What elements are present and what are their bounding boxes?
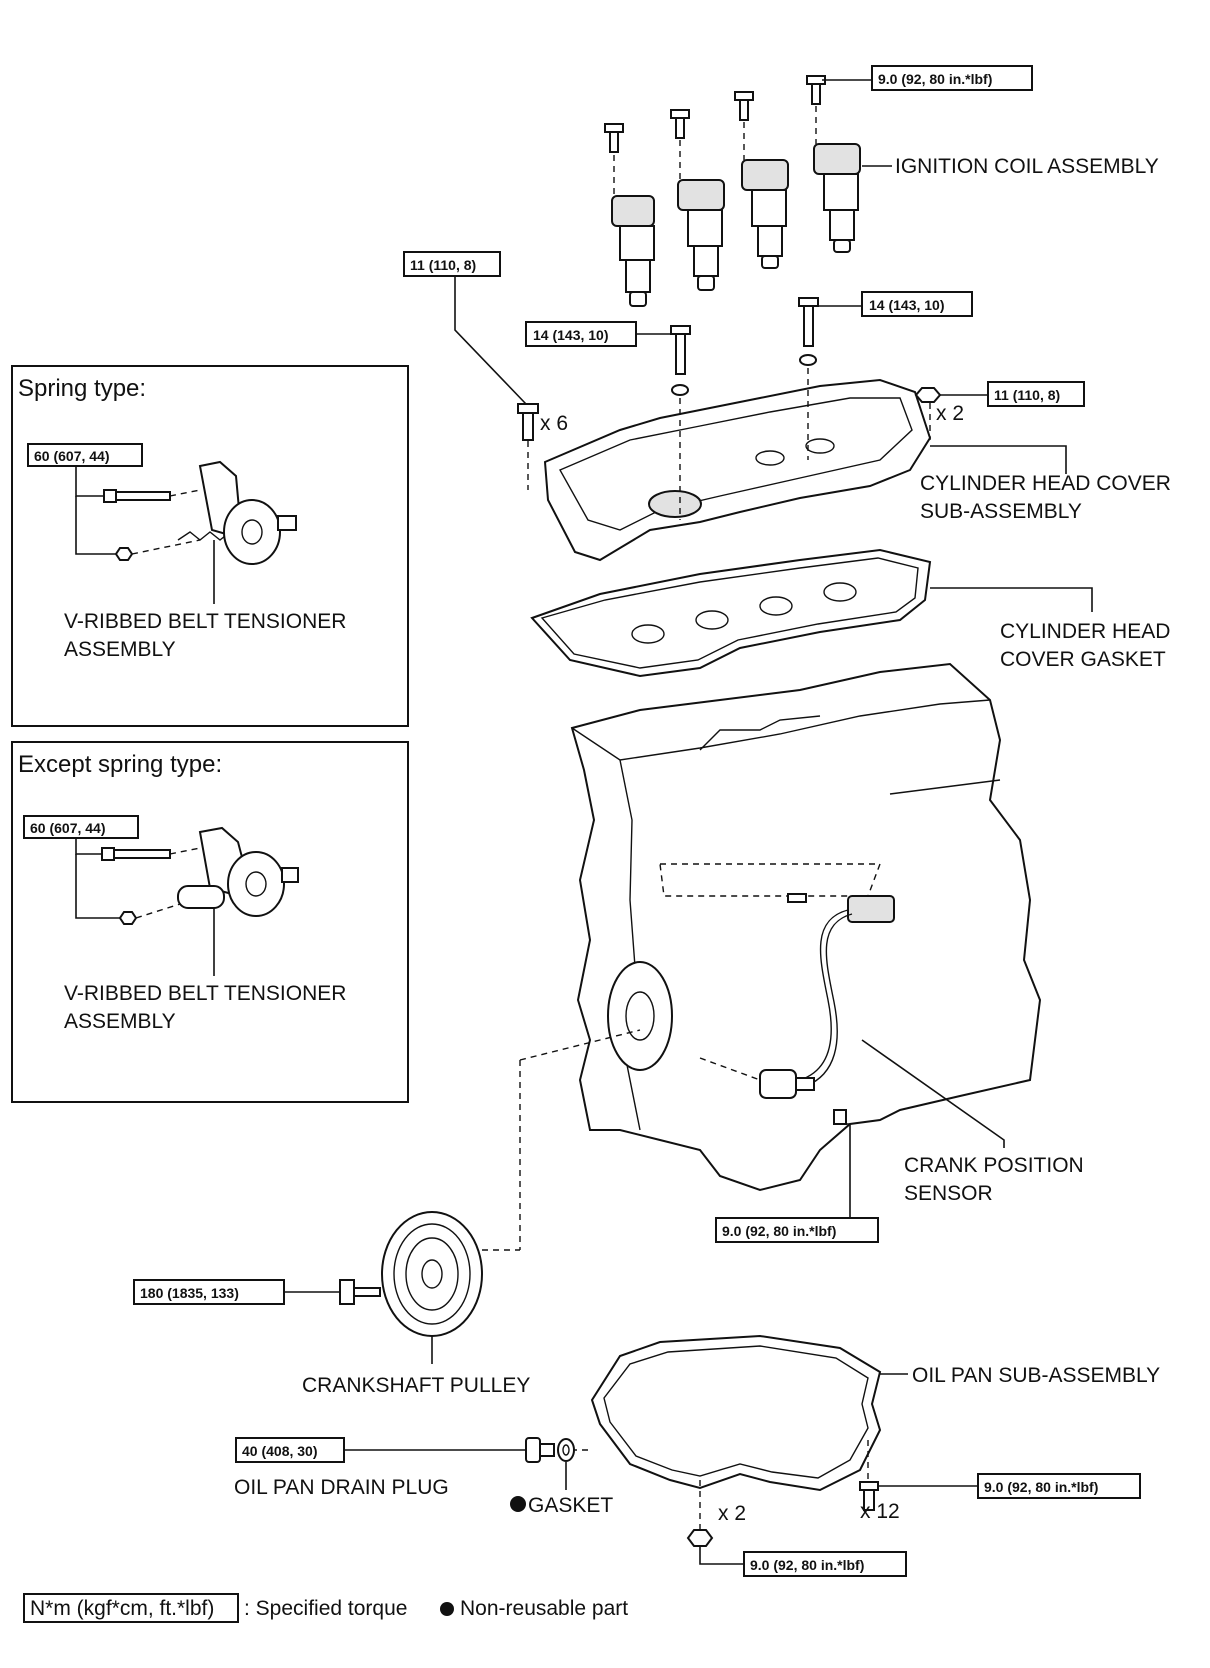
spring-tensioner-label-line1: V-RIBBED BELT TENSIONER (64, 610, 346, 633)
cylinder-head-cover-label-line2: SUB-ASSEMBLY (920, 500, 1082, 523)
spring-type-panel: Spring type: 60 (607, 44) V-RIBBED BELT … (11, 365, 409, 727)
cylinder-head-cover-gasket (530, 548, 932, 678)
cylinder-head-cover-label-line1: CYLINDER HEAD COVER (920, 472, 1171, 495)
gasket-label-line1: CYLINDER HEAD (1000, 620, 1170, 643)
ignition-coil-1 (604, 123, 655, 307)
cover-stud-right-torque: 14 (143, 10) (869, 297, 945, 313)
oil-pan-label: OIL PAN SUB-ASSEMBLY (912, 1364, 1160, 1387)
cover-bolt-left-torque: 11 (110, 8) (410, 257, 476, 273)
legend-nonreusable-dot (440, 1602, 454, 1616)
gasket-nonreusable-label-group: GASKET (510, 1462, 613, 1517)
drain-plug-gasket (557, 1438, 575, 1462)
ignition-coil-4 (806, 75, 861, 253)
sensor-bolt-torque-callout: 9.0 (92, 80 in.*lbf) (715, 1123, 879, 1243)
cover-stud-left-torque-callout: 14 (143, 10) (525, 321, 674, 347)
oil-pan-nut-torque: 9.0 (92, 80 in.*lbf) (750, 1557, 864, 1573)
cover-nut-right-torque: 11 (110, 8) (994, 387, 1060, 403)
cover-stud-right-torque-callout: 14 (143, 10) (814, 291, 973, 317)
spring-type-title: Spring type: (18, 375, 146, 402)
ignition-coil-3 (734, 91, 789, 269)
ignition-coil-assembly (604, 75, 861, 307)
cover-stud-right (798, 297, 819, 366)
sensor-bolt-torque: 9.0 (92, 80 in.*lbf) (722, 1223, 836, 1239)
cover-nut-right-torque-callout: 11 (110, 8) x 2 (936, 381, 1085, 425)
cover-bolt-left (517, 403, 539, 441)
cover-bolt-qty: x 6 (540, 412, 568, 435)
drain-plug-torque-callout: 40 (408, 30) OIL PAN DRAIN PLUG (234, 1437, 526, 1499)
gasket-label-group: CYLINDER HEAD COVER GASKET (930, 587, 1170, 671)
ignition-coil-label-group: IGNITION COIL ASSEMBLY (862, 155, 1159, 178)
except-spring-type-panel: Except spring type: 60 (607, 44) V-RIBBE… (11, 741, 409, 1103)
ignition-coil-2 (670, 109, 725, 291)
legend-torque-text: : Specified torque (244, 1597, 407, 1620)
cylinder-head-cover-label-group: CYLINDER HEAD COVER SUB-ASSEMBLY (920, 445, 1171, 523)
oil-pan-nut (686, 1529, 714, 1547)
crank-sensor-label-line1: CRANK POSITION (904, 1154, 1084, 1177)
coil-bolt-torque-callout: 9.0 (92, 80 in.*lbf) (822, 65, 1033, 91)
pulley-bolt-torque-callout: 180 (1835, 133) (133, 1279, 340, 1305)
cover-nut-qty: x 2 (936, 402, 964, 425)
nonreusable-dot (510, 1496, 526, 1512)
cover-stud-left-torque: 14 (143, 10) (533, 327, 609, 343)
oil-pan-label-group: OIL PAN SUB-ASSEMBLY (880, 1364, 1160, 1387)
legend-nonreusable-text: Non-reusable part (460, 1597, 628, 1620)
crank-pulley-label: CRANKSHAFT PULLEY (302, 1374, 530, 1397)
cover-nut-right (914, 387, 942, 403)
drain-plug-torque: 40 (408, 30) (242, 1443, 318, 1459)
oil-pan-bolt-torque: 9.0 (92, 80 in.*lbf) (984, 1479, 1098, 1495)
oil-pan-nut-torque-callout: 9.0 (92, 80 in.*lbf) x 2 (699, 1502, 907, 1577)
pulley-bolt-torque: 180 (1835, 133) (140, 1285, 239, 1301)
except-spring-type-title: Except spring type: (18, 751, 222, 778)
cover-bolt-left-torque-callout: 11 (110, 8) x 6 (403, 251, 568, 435)
except-tensioner-torque: 60 (607, 44) (30, 820, 106, 836)
crank-position-sensor (759, 893, 895, 1125)
spring-tensioner-label-line2: ASSEMBLY (64, 638, 176, 661)
cover-stud-left (670, 325, 691, 396)
legend: N*m (kgf*cm, ft.*lbf) : Specified torque… (23, 1593, 628, 1623)
gasket-label: GASKET (528, 1494, 613, 1517)
oil-pan-drain-plug (525, 1437, 555, 1463)
gasket-label-line2: COVER GASKET (1000, 648, 1166, 671)
except-tensioner-label-line2: ASSEMBLY (64, 1010, 176, 1033)
crankshaft-pulley (339, 1060, 521, 1337)
drain-plug-label: OIL PAN DRAIN PLUG (234, 1476, 449, 1499)
pan-bolt-qty: x 12 (860, 1500, 900, 1523)
cylinder-head-cover (527, 368, 932, 562)
legend-torque-box: N*m (kgf*cm, ft.*lbf) (30, 1597, 214, 1620)
oil-pan-bolt-torque-callout: 9.0 (92, 80 in.*lbf) x 12 (860, 1473, 1141, 1523)
ignition-coil-label: IGNITION COIL ASSEMBLY (895, 155, 1159, 178)
except-tensioner-label-line1: V-RIBBED BELT TENSIONER (64, 982, 346, 1005)
coil-bolt-torque: 9.0 (92, 80 in.*lbf) (878, 71, 992, 87)
spring-tensioner-torque: 60 (607, 44) (34, 448, 110, 464)
crank-sensor-label-line2: SENSOR (904, 1182, 993, 1205)
pan-nut-qty: x 2 (718, 1502, 746, 1525)
oil-pan (566, 1334, 882, 1536)
crank-sensor-label-group: CRANK POSITION SENSOR (861, 1039, 1084, 1205)
crank-pulley-label-group: CRANKSHAFT PULLEY (302, 1336, 530, 1397)
